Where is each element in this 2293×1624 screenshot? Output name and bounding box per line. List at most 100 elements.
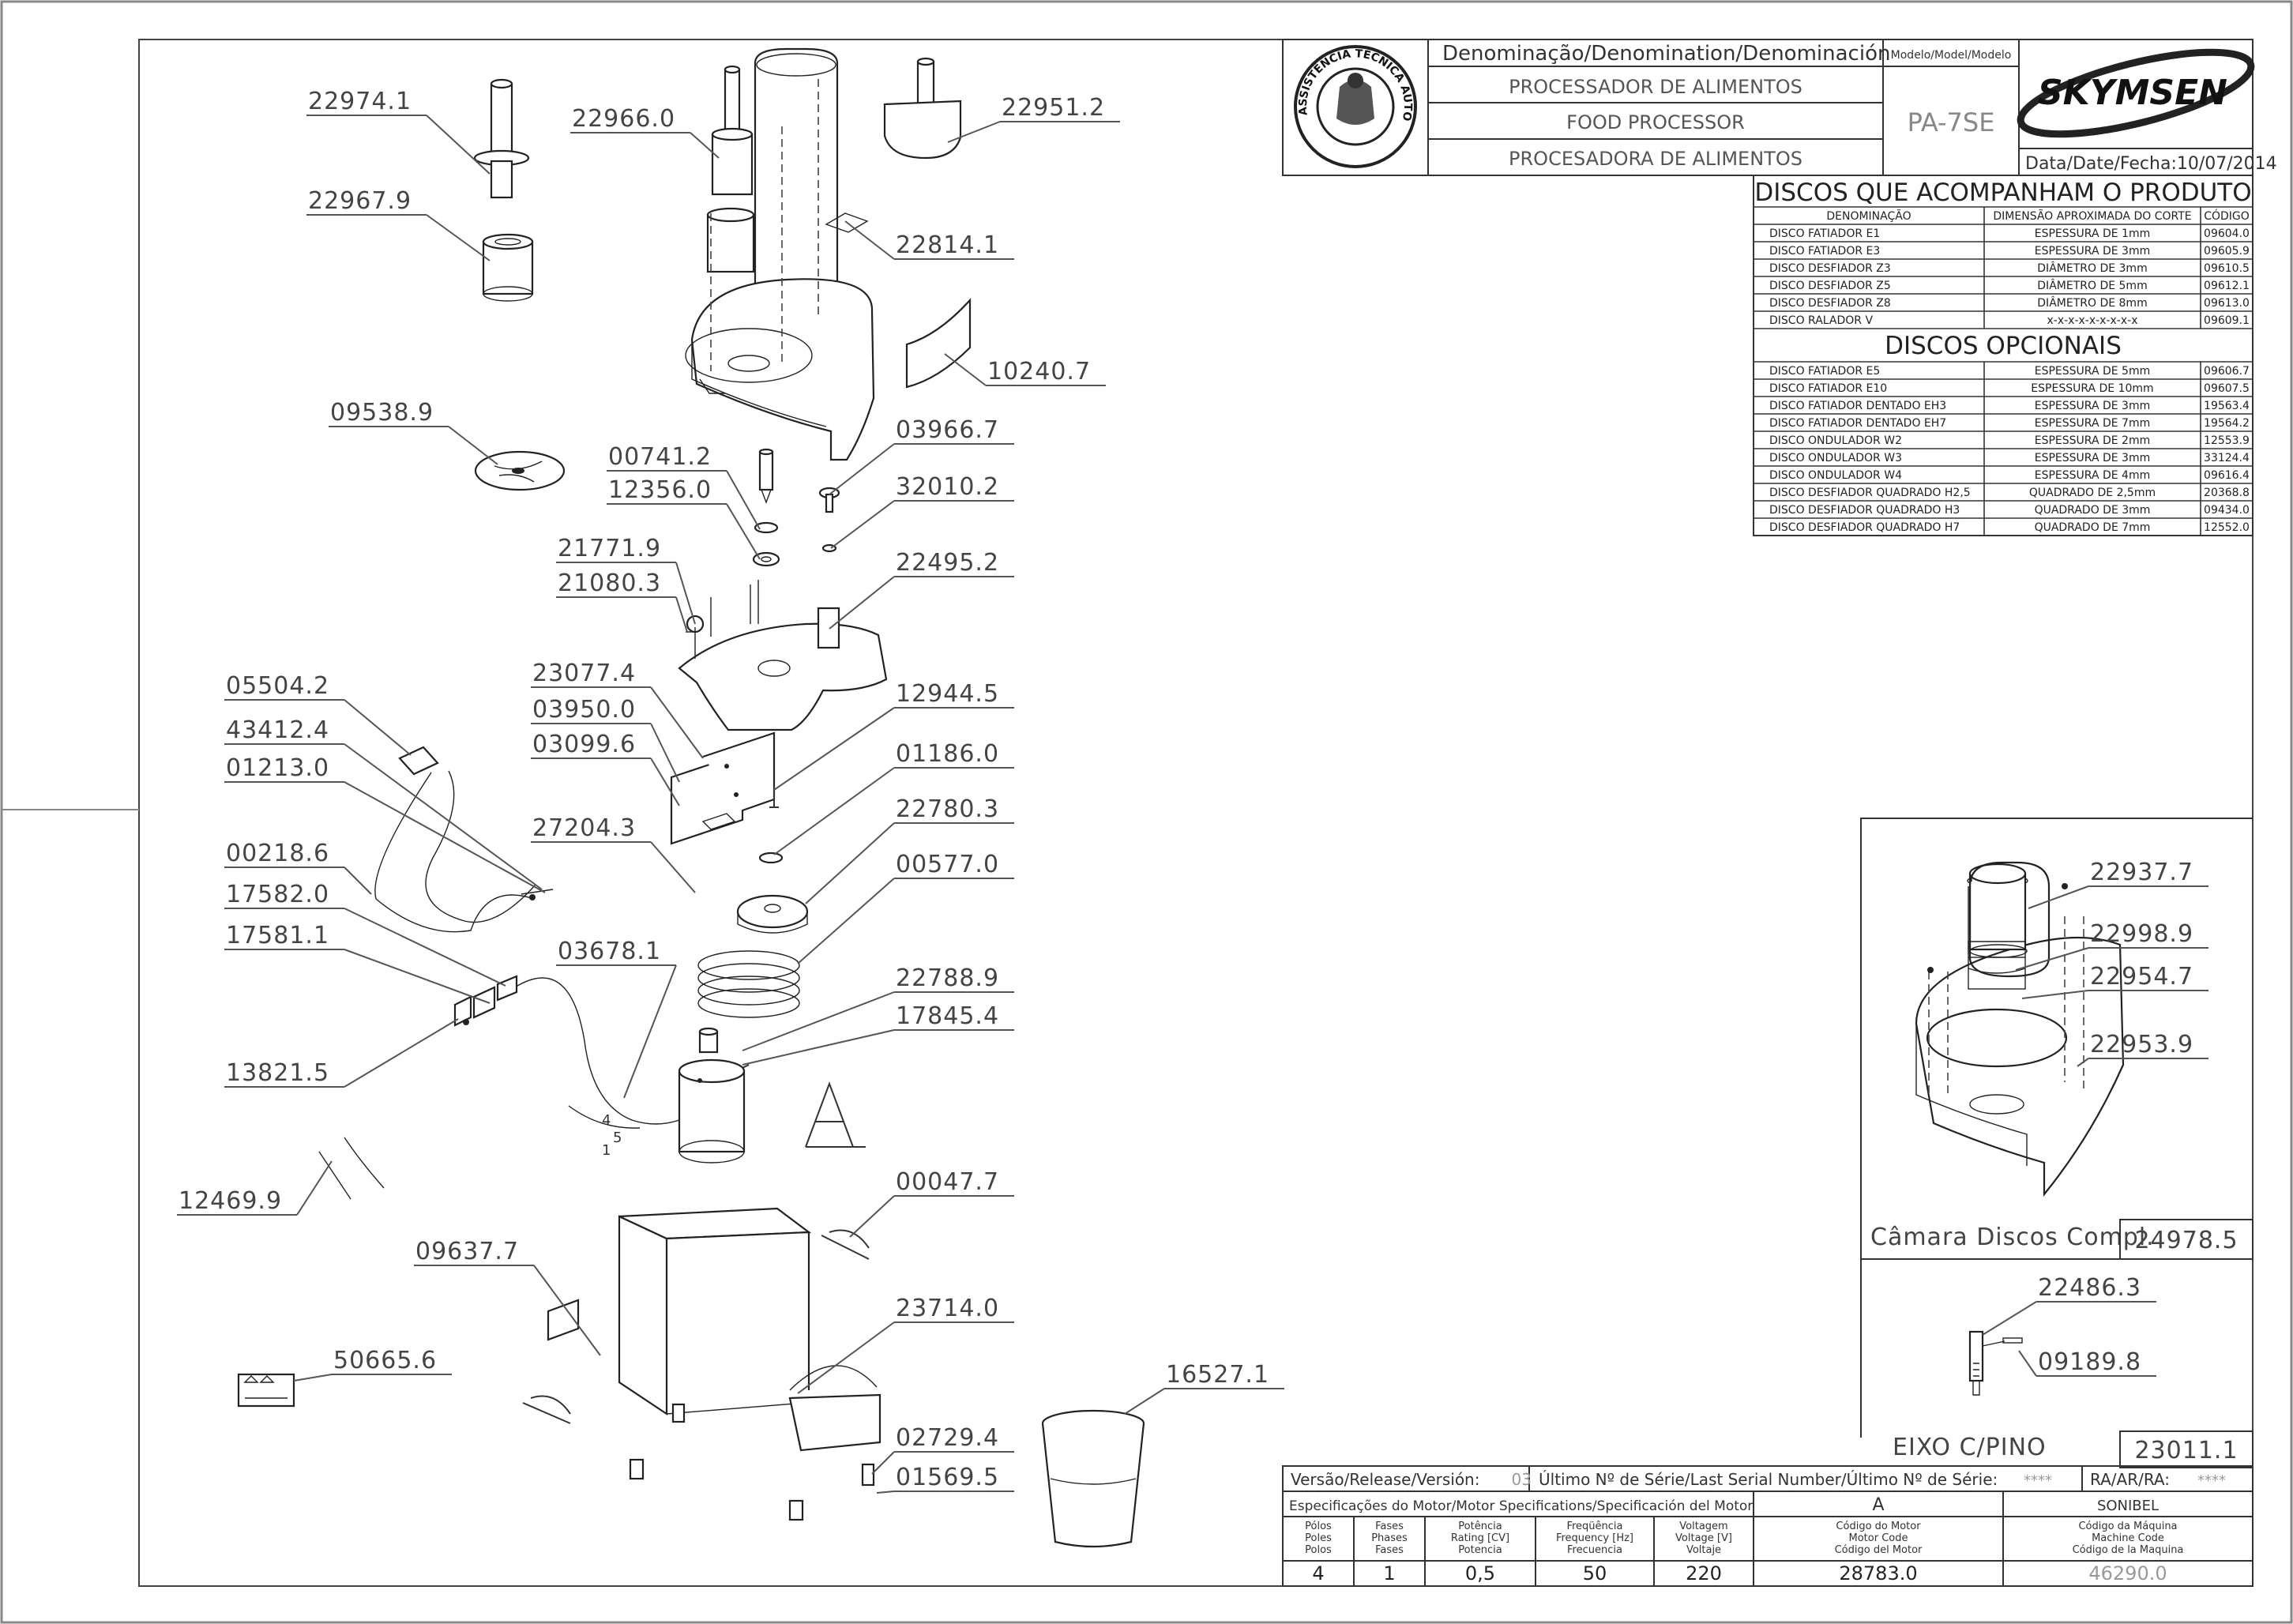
part-code-label: 22966.0 xyxy=(572,105,675,133)
table-header: DIMENSÃO APROXIMADA DO CORTE xyxy=(1993,209,2191,223)
part-callout: 22966.0 xyxy=(570,105,720,159)
part-code-label: 13821.5 xyxy=(226,1059,329,1087)
cutting-disc-part xyxy=(474,450,566,491)
table-cell: DISCO FATIADOR DENTADO EH7 xyxy=(1769,417,1946,430)
chamber-code: 24978.5 xyxy=(2134,1227,2238,1254)
part-callout: 22780.3 xyxy=(805,795,1014,904)
included-discs-title: DISCOS QUE ACOMPANHAM O PRODUTO xyxy=(1754,179,2251,207)
pulley-part xyxy=(736,894,809,934)
part-callout: 22486.3 xyxy=(1982,1274,2156,1336)
wire-number: 1 xyxy=(602,1142,611,1159)
part-callout: 00741.2 xyxy=(607,443,761,530)
leader-line xyxy=(944,353,987,386)
leader-line xyxy=(426,214,491,261)
svg-text:Versão/Release/Versión:03: Versão/Release/Versión:03 xyxy=(1291,1470,1532,1489)
part-callout: 21080.3 xyxy=(556,570,688,633)
table-cell: ESPESSURA DE 2mm xyxy=(2035,434,2151,447)
detail-a-marker: A xyxy=(805,1081,866,1148)
part-code-label: 22780.3 xyxy=(896,795,999,823)
table-cell: ESPESSURA DE 5mm xyxy=(2035,365,2151,378)
part-code-label: 22967.9 xyxy=(308,187,412,215)
part-code-label: 03966.7 xyxy=(896,416,999,444)
table-cell: ESPESSURA DE 10mm xyxy=(2031,382,2153,395)
part-code-label: 32010.2 xyxy=(896,473,999,501)
footer-column-header: Potência xyxy=(1458,1521,1502,1532)
part-code-label: 21771.9 xyxy=(558,535,661,562)
part-callout: 23714.0 xyxy=(797,1295,1014,1394)
part-code-label: 03099.6 xyxy=(532,731,636,758)
authorized-service-seal: ASSISTÊNCIA TÉCNICA AUTORIZADA xyxy=(0,0,1417,168)
footer-column-header: Poles xyxy=(1305,1532,1332,1544)
table-cell: DISCO FATIADOR DENTADO EH3 xyxy=(1769,400,1946,412)
drawing-frame xyxy=(138,39,2254,1587)
leader-line xyxy=(2015,947,2089,971)
part-code-label: 12469.9 xyxy=(179,1187,282,1215)
footer-column-header: Frequency [Hz] xyxy=(1556,1532,1633,1544)
part-callout: 17582.0 xyxy=(224,881,506,987)
part-code-label: 02729.4 xyxy=(896,1424,999,1452)
disc-table-frame xyxy=(1753,175,2254,536)
part-callout: 03966.7 xyxy=(829,416,1014,495)
footer-column-header: Voltage [V] xyxy=(1675,1532,1732,1544)
part-code-label: 16527.1 xyxy=(1166,1361,1269,1389)
leader-line xyxy=(296,1160,333,1216)
part-callout: 22495.2 xyxy=(829,549,1014,630)
frequency-value: 50 xyxy=(1583,1562,1607,1585)
part-callout: 50665.6 xyxy=(293,1347,452,1382)
part-callout: 09637.7 xyxy=(414,1238,601,1356)
table-cell: 09609.1 xyxy=(2204,314,2250,327)
table-cell: DISCO ONDULADOR W4 xyxy=(1769,469,1902,482)
footer-block: Versão/Release/Versión:03 Último Nº de S… xyxy=(1282,1465,2254,1587)
warning-label-part xyxy=(237,1373,295,1408)
table-header: DENOMINAÇÃO xyxy=(1826,209,1911,223)
table-cell: DISCO RALADOR V xyxy=(1769,314,1873,327)
motor-spec-label: Especificações do Motor/Motor Specificat… xyxy=(1289,1498,1753,1514)
part-callout: 22954.7 xyxy=(2021,963,2208,999)
table-cell: QUADRADO DE 3mm xyxy=(2035,504,2151,517)
part-callout: 32010.2 xyxy=(830,473,1014,549)
table-cell: DISCO ONDULADOR W3 xyxy=(1769,452,1902,464)
leader-line xyxy=(829,576,895,630)
brand-logo: SKYMSEN xyxy=(2017,48,2255,138)
leader-line xyxy=(650,723,680,783)
part-code-label: 00218.6 xyxy=(226,840,329,867)
table-cell: 19564.2 xyxy=(2204,417,2250,430)
table-cell: DISCO DESFIADOR QUADRADO H7 xyxy=(1769,521,1960,534)
part-callout: 03099.6 xyxy=(531,731,680,806)
footer-column-header: Fases xyxy=(1375,1544,1404,1556)
table-cell: 12553.9 xyxy=(2204,434,2250,447)
leader-line xyxy=(2077,1058,2089,1067)
leader-line xyxy=(344,1018,459,1088)
part-code-label: 21080.3 xyxy=(558,570,661,597)
leader-line xyxy=(1124,1388,1165,1415)
part-callout: 17845.4 xyxy=(742,1002,1014,1066)
leader-line xyxy=(344,743,543,890)
motor-bracket-part xyxy=(670,731,776,845)
table-cell: 12552.0 xyxy=(2204,521,2250,534)
phases-value: 1 xyxy=(1383,1562,1395,1585)
svg-text:ASSISTÊNCIA TÉCNICA AUTORIZADA: ASSISTÊNCIA TÉCNICA AUTORIZADA xyxy=(0,0,1414,122)
footer-column-header: Machine Code xyxy=(2092,1532,2164,1544)
voltage-value: 220 xyxy=(1686,1562,1722,1585)
detail-letter-text: A xyxy=(829,1139,830,1141)
leader-line xyxy=(426,115,491,175)
disc-tables: DISCOS QUE ACOMPANHAM O PRODUTO DENOMINAÇ… xyxy=(1753,175,2254,536)
motor-letter: A xyxy=(1872,1495,1884,1515)
poles-value: 4 xyxy=(1312,1562,1324,1585)
part-code-label: 09637.7 xyxy=(415,1238,519,1265)
serial-value: **** xyxy=(2024,1472,2052,1489)
denomination-header: Denominação/Denomination/Denominación xyxy=(1442,42,1890,66)
part-code-label: 17581.1 xyxy=(226,922,329,949)
leader-line xyxy=(849,1195,895,1238)
part-callout: 00218.6 xyxy=(224,840,372,895)
footer-column-header: Motor Code xyxy=(1849,1532,1908,1544)
leader-line xyxy=(726,470,761,530)
seal-plate-part xyxy=(825,212,869,233)
part-callout: 17581.1 xyxy=(224,922,491,1004)
table-cell: DIÂMETRO DE 3mm xyxy=(2037,261,2147,275)
table-cell: 09434.0 xyxy=(2204,504,2250,517)
washer-part xyxy=(758,851,784,864)
table-cell: 09607.5 xyxy=(2204,382,2250,395)
